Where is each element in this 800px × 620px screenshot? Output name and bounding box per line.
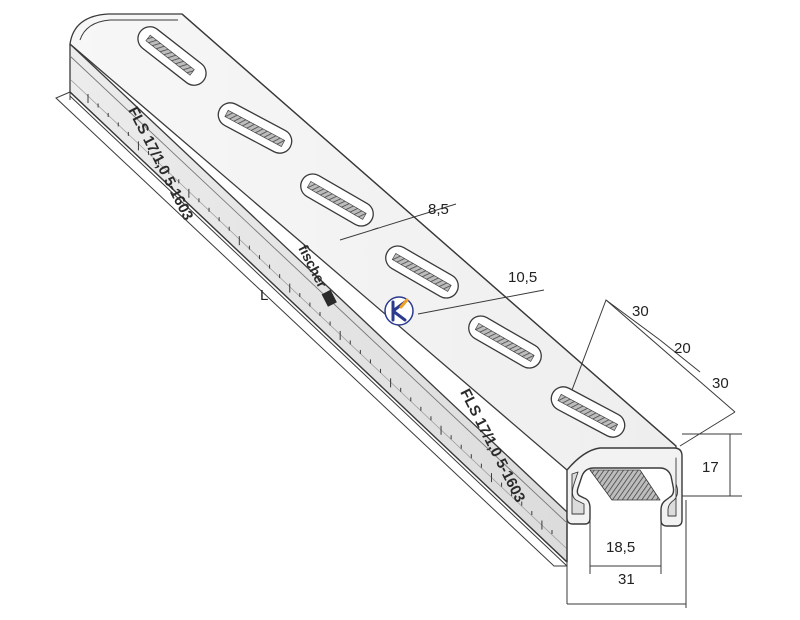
dim-height-label: 17 (702, 459, 719, 476)
dim-depth-line-3 (659, 339, 701, 373)
brand-box-icon (321, 289, 337, 307)
rail-left-crease (69, 55, 567, 523)
dim-depth-line-4 (679, 411, 736, 447)
dim-length-label: L (260, 287, 268, 304)
rail-top-lip (79, 19, 178, 41)
dim-slot-width-label: 8,5 (428, 201, 449, 218)
rail-right-edge (181, 13, 677, 447)
rail-body (69, 13, 683, 563)
dim-depth-c-label: 30 (712, 375, 729, 392)
dimension-labels: 8,5 10,5 30 20 30 17 18,5 31 L (260, 201, 729, 588)
dim-slot-width-line (339, 203, 457, 241)
dim-total-line (567, 500, 687, 608)
dim-opening-label: 18,5 (606, 539, 635, 556)
rail-left-crease-2 (70, 79, 567, 549)
dim-length-line (69, 92, 568, 604)
watermark-logo (384, 296, 414, 326)
slot-5 (468, 315, 542, 369)
dimension-lines (55, 91, 742, 608)
dim-height-line (682, 433, 742, 497)
rail-end-inner-right (667, 457, 679, 517)
slot-4 (385, 245, 459, 299)
slot-6 (550, 386, 626, 438)
rail-inner-serration (589, 469, 661, 501)
dim-total-label: 31 (618, 571, 635, 588)
dim-opening-line (589, 510, 662, 574)
dim-slot-spacing-label: 10,5 (508, 269, 537, 286)
rail-end-inner (571, 471, 585, 515)
slot-1 (137, 26, 207, 86)
rail-bottom-edge (69, 91, 568, 563)
dim-depth-b-label: 20 (674, 340, 691, 357)
slot-3 (300, 173, 374, 227)
dim-depth-a-label: 30 (632, 303, 649, 320)
dim-slot-spacing-line (417, 289, 545, 315)
logo-ring-icon (384, 296, 414, 326)
dim-depth-line-2 (605, 299, 736, 413)
logo-accent-icon (399, 298, 409, 309)
scale-ticks (87, 94, 553, 534)
slot-group (137, 26, 626, 438)
slot-2 (217, 102, 293, 154)
